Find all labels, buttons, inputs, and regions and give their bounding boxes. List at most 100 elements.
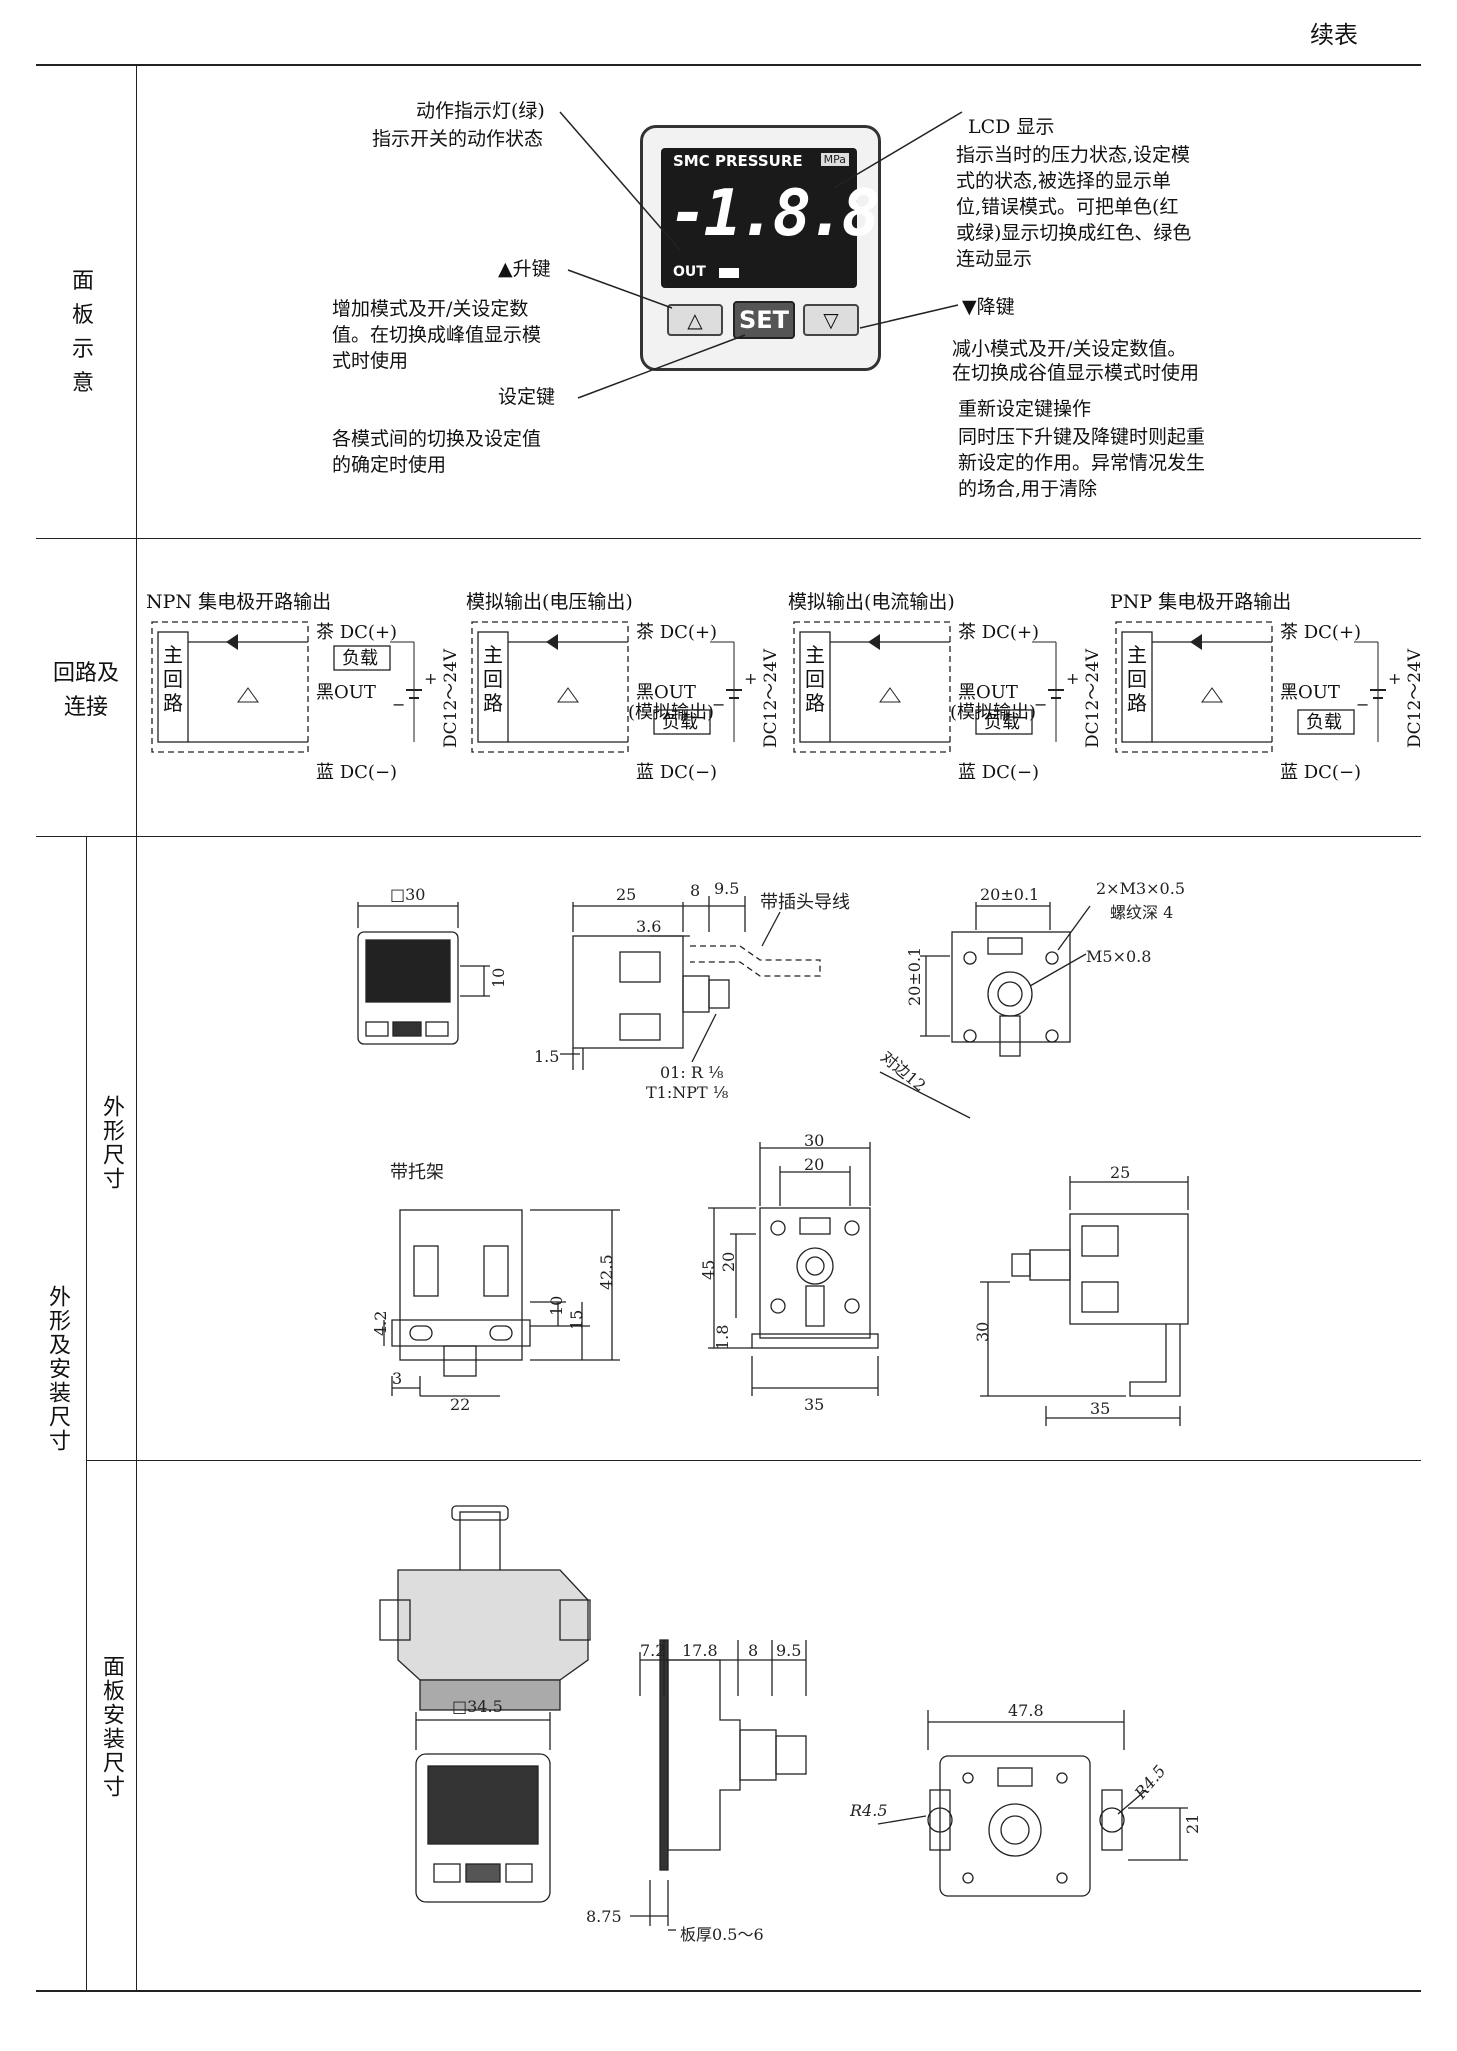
down-button[interactable]: ▽ bbox=[803, 304, 859, 336]
main-circuit-label: 主 bbox=[1127, 643, 1147, 667]
dim-3-6: 3.6 bbox=[636, 917, 661, 936]
device-unit: MPa bbox=[820, 153, 849, 166]
dim-9-5: 9.5 bbox=[714, 879, 739, 898]
wire-black-label: 黑OUT bbox=[958, 682, 1018, 703]
plus-sign: + bbox=[424, 669, 437, 688]
analog-out-label: (模拟输出) bbox=[628, 702, 714, 723]
load-label: 负载 bbox=[984, 712, 1020, 733]
row-label-panel: 面板示意 bbox=[71, 269, 96, 396]
plus-sign: + bbox=[1066, 669, 1079, 688]
main-circuit-label: 路 bbox=[1127, 691, 1147, 715]
dim-22: 22 bbox=[450, 1395, 470, 1414]
minus-sign: − bbox=[1034, 695, 1047, 714]
dim-10: 10 bbox=[489, 968, 508, 988]
dim-4-2: 4.2 bbox=[371, 1311, 390, 1336]
load-box bbox=[653, 709, 711, 735]
dim-15: 15 bbox=[567, 1310, 586, 1330]
main-circuit-box bbox=[157, 631, 189, 743]
pm-r4-5-right: R4.5 bbox=[1130, 1761, 1169, 1803]
dim-m5: M5×0.8 bbox=[1086, 947, 1151, 966]
pm-7-2: 7.2 bbox=[640, 1641, 665, 1660]
ann-set-title: 设定键 bbox=[498, 386, 556, 408]
supply-voltage-label: DC12～24V bbox=[1405, 648, 1425, 748]
circuit-dashed-box bbox=[471, 621, 629, 753]
main-circuit-label: 路 bbox=[805, 691, 825, 715]
main-circuit-label: 主 bbox=[483, 643, 503, 667]
circuit-title-1: 模拟输出(电压输出) bbox=[466, 591, 633, 613]
dim-10b: 10 bbox=[547, 1296, 566, 1316]
dim-thread-depth: 螺纹深 4 bbox=[1110, 903, 1173, 922]
ann-up-3: 式时使用 bbox=[332, 350, 409, 372]
row-label-panel-mount: 面板安装尺寸 bbox=[99, 1655, 124, 1799]
main-circuit-label: 回 bbox=[805, 667, 825, 691]
diode-icon bbox=[868, 634, 880, 650]
ann-led-1: 动作指示灯(绿) bbox=[416, 100, 545, 122]
ann-reset-title: 重新设定键操作 bbox=[958, 398, 1092, 420]
device-digits: -1.8.8.8 bbox=[669, 177, 949, 251]
load-label: 负载 bbox=[342, 648, 378, 669]
ann-up-2: 值。在切换成峰值显示模 bbox=[332, 324, 542, 346]
pm-8-75: 8.75 bbox=[586, 1907, 622, 1926]
ann-down-1: 减小模式及开/关设定数值。 bbox=[952, 338, 1187, 360]
ann-set-1: 各模式间的切换及设定值 bbox=[332, 428, 542, 450]
up-button[interactable]: △ bbox=[667, 304, 723, 336]
dim-25: 25 bbox=[616, 885, 636, 904]
diode-icon bbox=[546, 634, 558, 650]
continued-label: 续表 bbox=[1310, 21, 1358, 49]
load-box bbox=[1297, 709, 1355, 735]
row-label-outline: 外形尺寸 bbox=[99, 1095, 124, 1191]
device-out: OUT bbox=[673, 264, 706, 280]
main-circuit-label: 主 bbox=[163, 643, 183, 667]
ann-up-1: 增加模式及开/关设定数 bbox=[332, 298, 529, 320]
wire-blue-label: 蓝 DC(−) bbox=[316, 762, 397, 783]
plus-sign: + bbox=[1388, 669, 1401, 688]
row-label-circuit: 回路及连接 bbox=[52, 661, 119, 720]
dim-25b: 25 bbox=[1110, 1163, 1130, 1182]
outline-drawings: □30 10 25 8 9.5 3.6 带插头导线 1.5 01: R ¹⁄₈ … bbox=[357, 879, 1189, 1426]
side-view-body bbox=[572, 935, 684, 1049]
dim-20v: 20 bbox=[719, 1252, 738, 1272]
circuit-title-3: PNP 集电极开路输出 bbox=[1110, 591, 1291, 613]
dim-port-2: T1:NPT ¹⁄₈ bbox=[646, 1083, 728, 1102]
ann-lcd-4: 或绿)显示切换成红色、绿色 bbox=[956, 222, 1192, 244]
minus-sign: − bbox=[1356, 695, 1369, 714]
ann-reset-2: 新设定的作用。异常情况发生 bbox=[958, 452, 1206, 474]
panel-mount-drawings: □34.5 7.2 17.8 8 9.5 8.75 板厚0.5～6 47.8 R… bbox=[379, 1505, 1202, 1944]
load-box bbox=[975, 709, 1033, 735]
supply-voltage-label: DC12～24V bbox=[1083, 648, 1103, 748]
main-circuit-label: 回 bbox=[483, 667, 503, 691]
device-brand: SMC PRESSURE bbox=[673, 152, 803, 170]
bracket-side-body bbox=[1069, 1213, 1189, 1325]
main-circuit-box bbox=[477, 631, 509, 743]
zener-icon bbox=[879, 687, 901, 703]
rear-mount-body bbox=[939, 1755, 1091, 1897]
minus-sign: − bbox=[712, 695, 725, 714]
dim-port-1: 01: R ¹⁄₈ bbox=[660, 1063, 723, 1082]
zener-icon bbox=[557, 687, 579, 703]
main-circuit-label: 路 bbox=[483, 691, 503, 715]
load-box bbox=[333, 645, 391, 671]
dim-1-5: 1.5 bbox=[534, 1047, 559, 1066]
row-divider-2 bbox=[36, 836, 1421, 837]
main-circuit-label: 回 bbox=[1127, 667, 1147, 691]
dim-35: 35 bbox=[804, 1395, 824, 1414]
pm-plate-thickness: 板厚0.5～6 bbox=[680, 1925, 764, 1944]
main-circuit-label: 回 bbox=[163, 667, 183, 691]
wire-blue-label: 蓝 DC(−) bbox=[636, 762, 717, 783]
plus-sign: + bbox=[744, 669, 757, 688]
main-circuit-box bbox=[799, 631, 831, 743]
circuit-title-0: NPN 集电极开路输出 bbox=[146, 591, 331, 613]
pressure-switch-device: SMC PRESSURE MPa -1.8.8.8 OUT △ SET ▽ bbox=[640, 125, 949, 371]
mini-panel-face bbox=[415, 1753, 551, 1903]
set-button[interactable]: SET bbox=[733, 301, 795, 339]
pm-9-5: 9.5 bbox=[776, 1641, 801, 1660]
row-label-dims: 外形及安装尺寸 bbox=[45, 1285, 70, 1453]
row-divider-3 bbox=[86, 1460, 1421, 1461]
dim-3: 3 bbox=[392, 1369, 402, 1388]
dim-30: □30 bbox=[390, 885, 425, 904]
circuit-dashed-box bbox=[151, 621, 309, 753]
table-top-rule bbox=[36, 64, 1421, 66]
diode-icon bbox=[226, 634, 238, 650]
pm-8: 8 bbox=[748, 1641, 758, 1660]
